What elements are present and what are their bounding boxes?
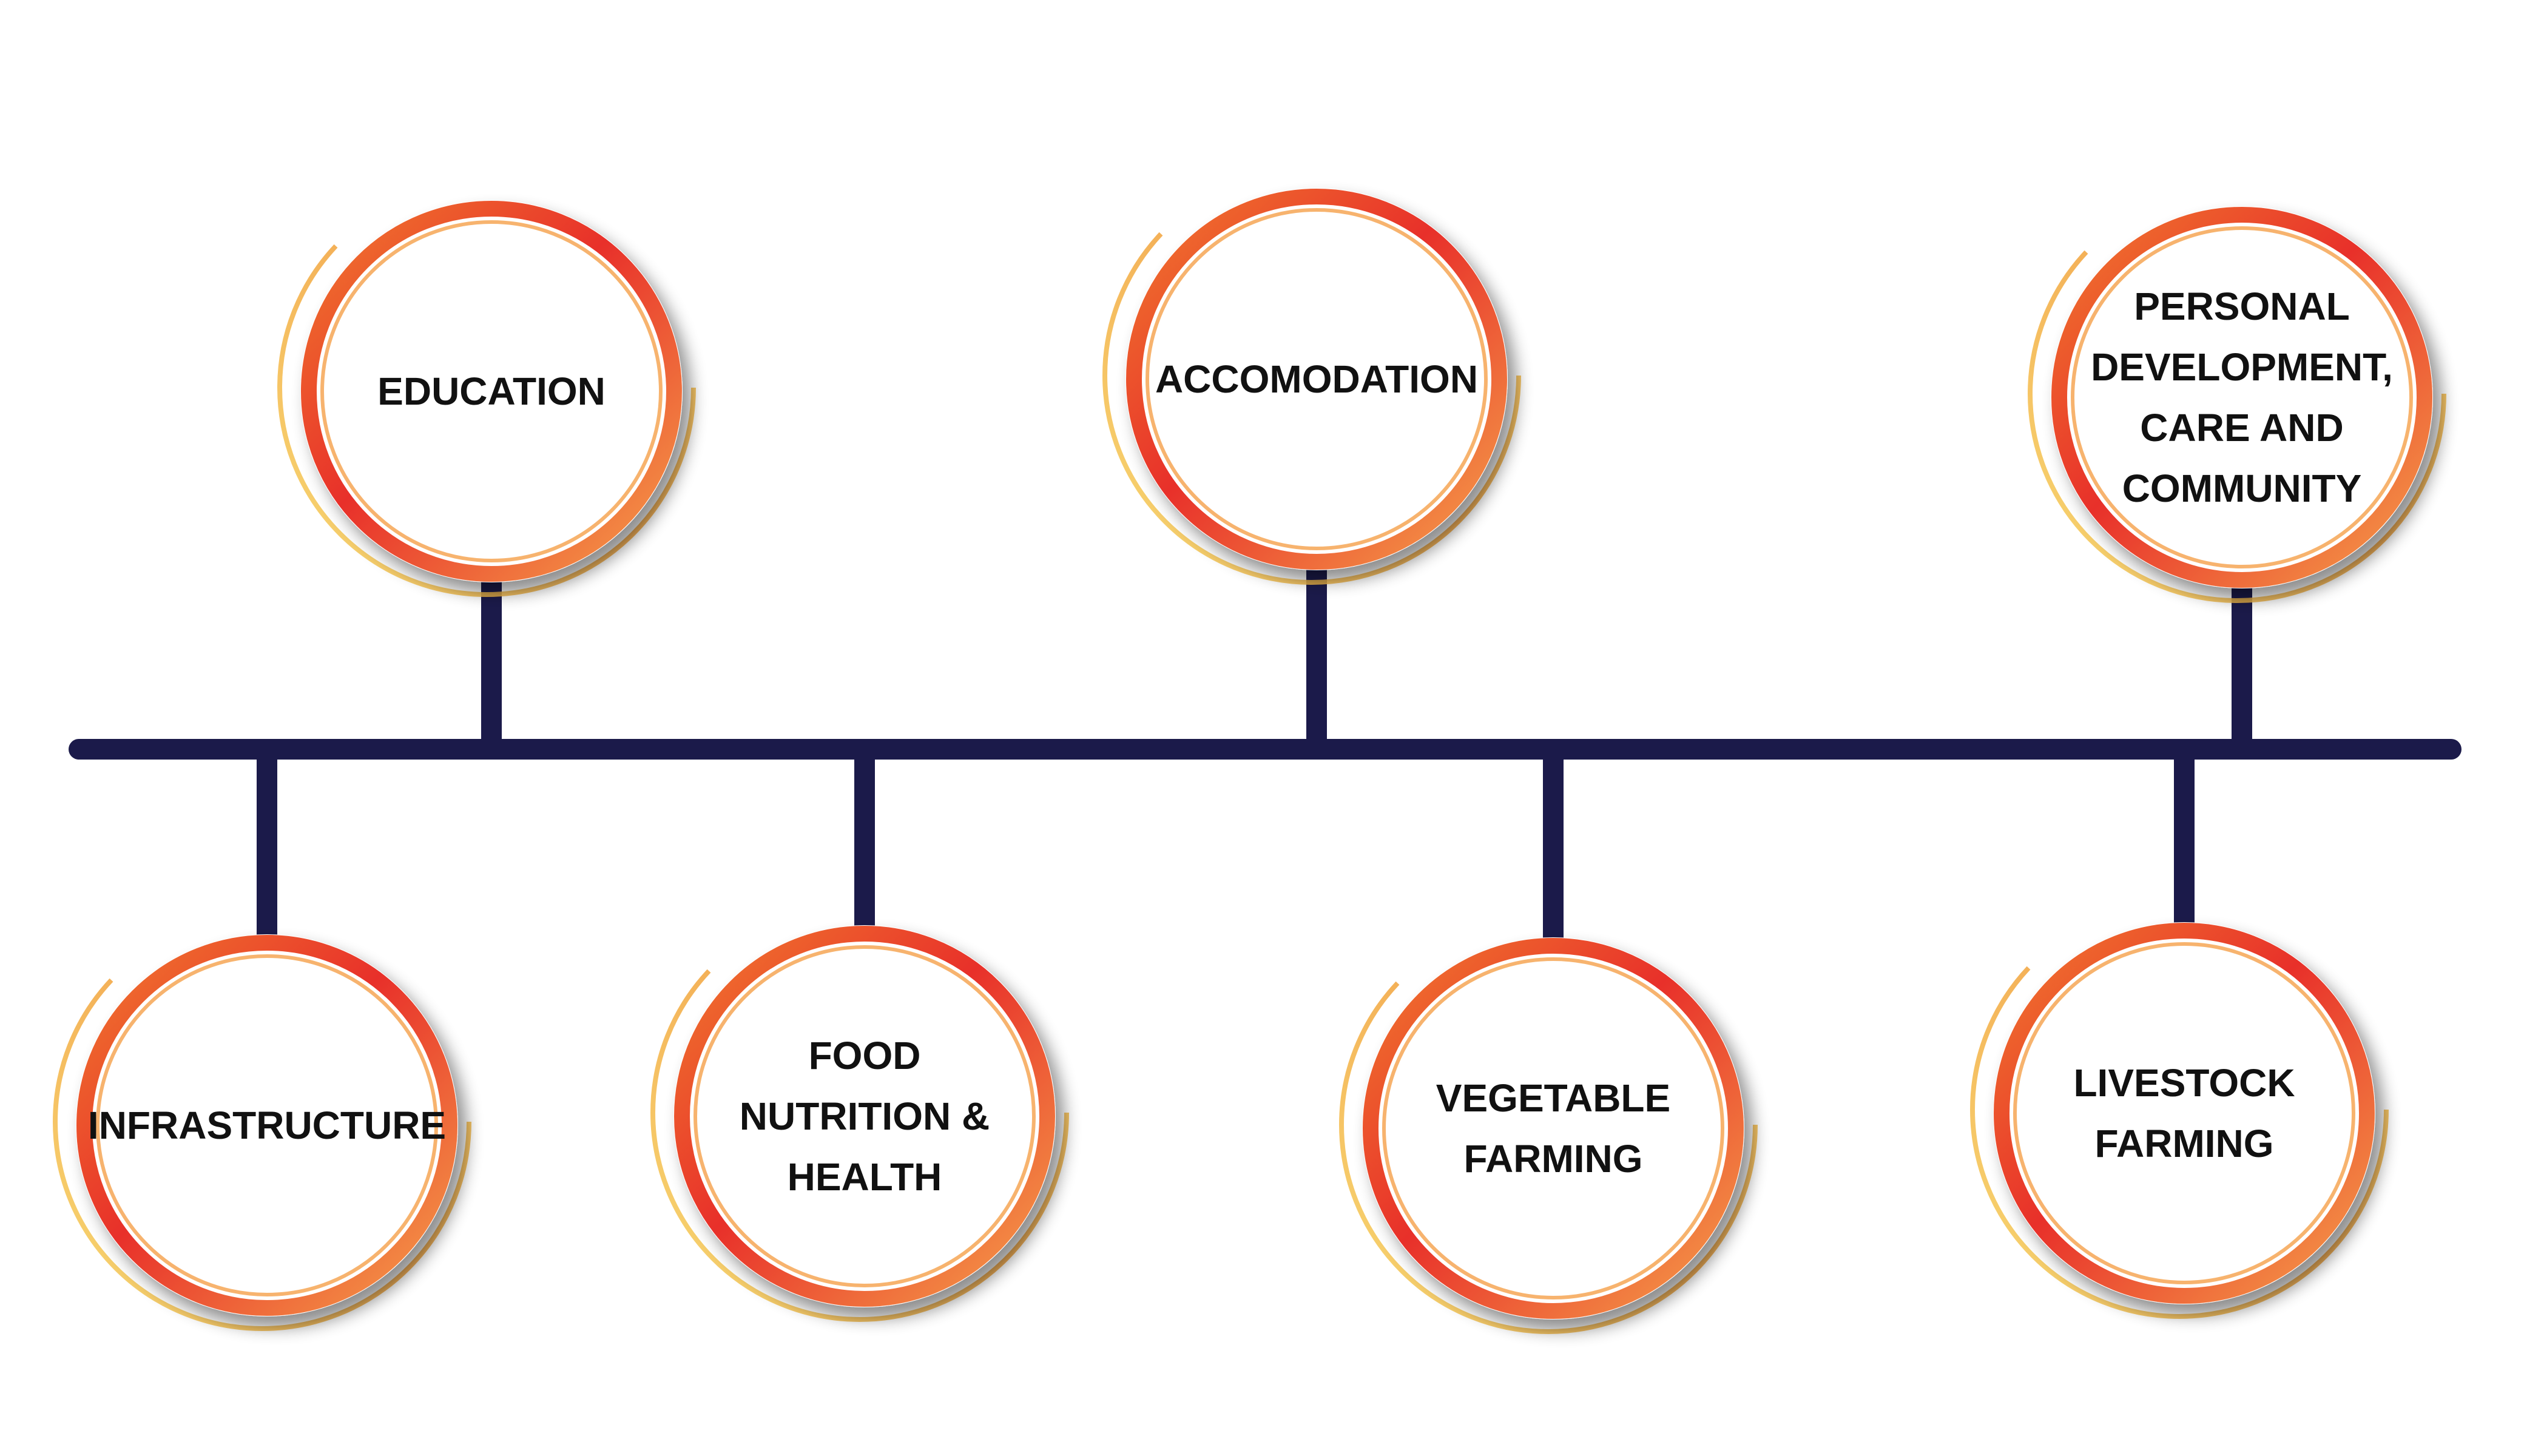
node-label-line: HEALTH (788, 1155, 942, 1199)
node-label-line: NUTRITION & (740, 1094, 990, 1138)
node-label-line: CARE AND (2140, 406, 2343, 450)
ring-inner-orange (1146, 208, 1488, 550)
node-infrastructure: INFRASTRUCTURE (53, 912, 471, 1331)
ring-red (1126, 189, 1507, 570)
node-label-infrastructure: INFRASTRUCTURE (88, 1104, 446, 1147)
ring-gold-accent (1102, 166, 1521, 585)
node-disc (673, 925, 1056, 1307)
node-disc (2051, 206, 2433, 588)
node-personal-development: PERSONAL DEVELOPMENT, CARE AND COMMUNITY (2028, 184, 2446, 603)
ring-red (1363, 938, 1744, 1319)
ring-red (674, 926, 1055, 1307)
node-disc (1362, 937, 1744, 1320)
node-label-line: COMMUNITY (2122, 467, 2362, 510)
node-vegetable-farming: VEGETABLE FARMING (1339, 915, 1758, 1334)
node-label-line: DEVELOPMENT, (2091, 345, 2393, 389)
node-label-personal-development: PERSONAL DEVELOPMENT, CARE AND COMMUNITY (2091, 285, 2393, 510)
node-disc (1993, 922, 2375, 1304)
ring-gold-accent (650, 903, 1069, 1322)
node-label-accomodation: ACCOMODATION (1155, 357, 1478, 401)
ring-inner-orange (320, 220, 663, 562)
node-food-nutrition-health: FOOD NUTRITION & HEALTH (650, 903, 1069, 1322)
node-label-line: FARMING (2094, 1122, 2273, 1165)
ring-inner-orange (2013, 942, 2355, 1284)
node-disc (300, 200, 683, 582)
nodes-layer: EDUCATION ACCOMODATION PERSONAL DEVELOPMENT… (53, 166, 2446, 1334)
node-label-livestock-farming: LIVESTOCK FARMING (2073, 1061, 2295, 1165)
ring-red (76, 935, 457, 1316)
ring-inner-orange (96, 954, 438, 1296)
ring-gold-accent (2028, 184, 2446, 603)
node-education: EDUCATION (277, 178, 696, 597)
node-disc (1125, 188, 1508, 570)
node-accomodation: ACCOMODATION (1102, 166, 1521, 585)
connector-lines (69, 564, 2462, 943)
ring-gold-accent (53, 912, 471, 1331)
node-label-education: EDUCATION (377, 369, 606, 413)
ring-gold-accent (277, 178, 696, 597)
node-label-line: FARMING (1463, 1137, 1642, 1181)
node-livestock-farming: LIVESTOCK FARMING (1970, 900, 2389, 1319)
node-label-line: PERSONAL (2134, 285, 2350, 328)
ring-gold-accent (1339, 915, 1758, 1334)
node-label-line: FOOD (809, 1034, 921, 1077)
ring-inner-orange (693, 945, 1036, 1287)
ring-red (2051, 207, 2432, 588)
node-label-line: LIVESTOCK (2073, 1061, 2295, 1105)
node-label-food-nutrition-health: FOOD NUTRITION & HEALTH (740, 1034, 990, 1199)
node-label-line: ACCOMODATION (1155, 357, 1478, 401)
ring-red (301, 201, 682, 582)
node-label-line: VEGETABLE (1436, 1076, 1670, 1120)
ring-inner-orange (1382, 957, 1724, 1299)
node-label-line: EDUCATION (377, 369, 606, 413)
node-label-line: INFRASTRUCTURE (88, 1104, 446, 1147)
node-label-vegetable-farming: VEGETABLE FARMING (1436, 1076, 1670, 1181)
node-disc (76, 934, 458, 1316)
ring-gold-accent (1970, 900, 2389, 1319)
ring-red (1994, 923, 2375, 1304)
ring-inner-orange (2071, 226, 2413, 568)
